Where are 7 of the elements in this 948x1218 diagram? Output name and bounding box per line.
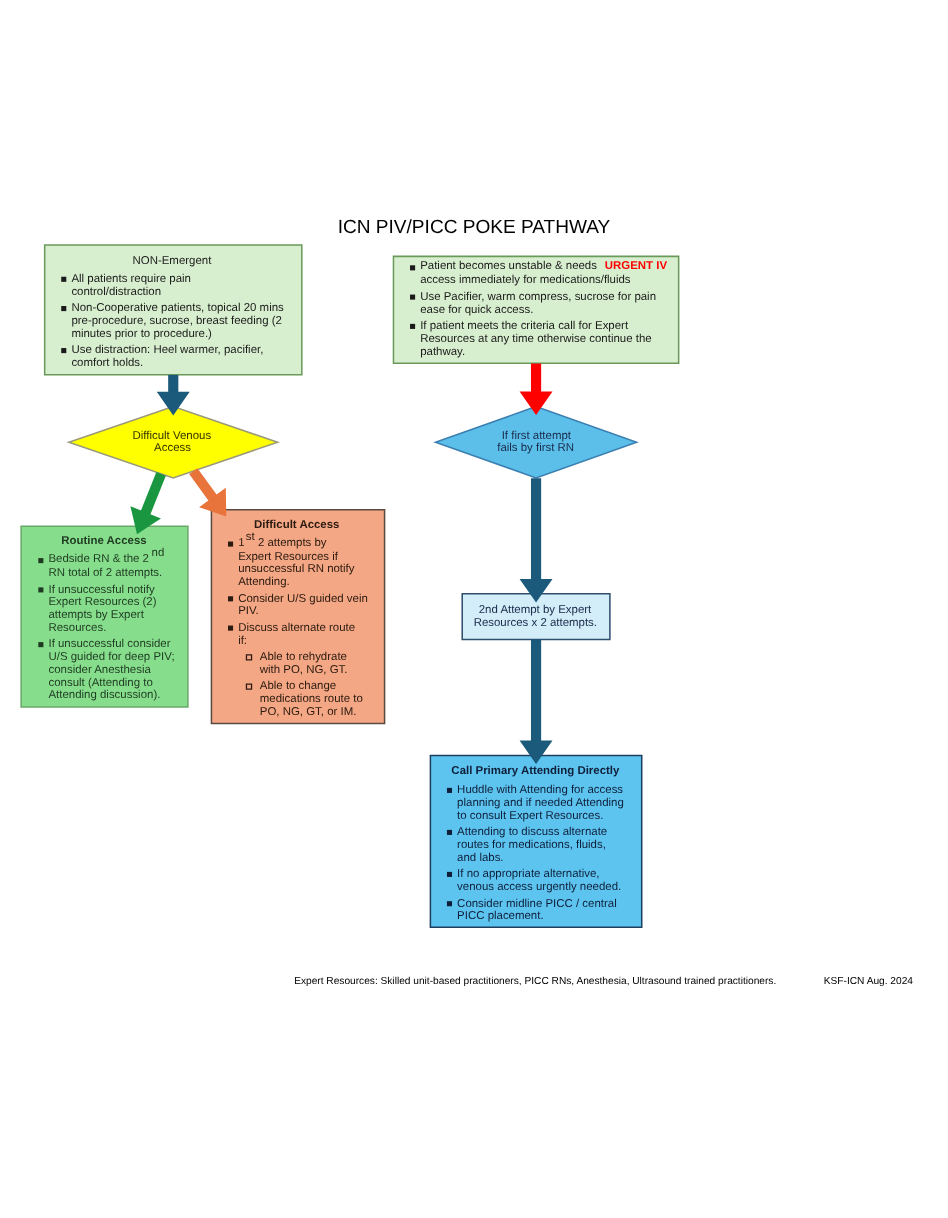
diagram-title: ICN PIV/PICC POKE PATHWAY xyxy=(337,217,611,240)
arrow xyxy=(130,471,166,535)
arrow xyxy=(519,363,553,416)
arrow xyxy=(519,639,553,765)
arrow xyxy=(189,468,227,517)
arrow xyxy=(156,374,190,416)
arrow xyxy=(519,478,553,603)
